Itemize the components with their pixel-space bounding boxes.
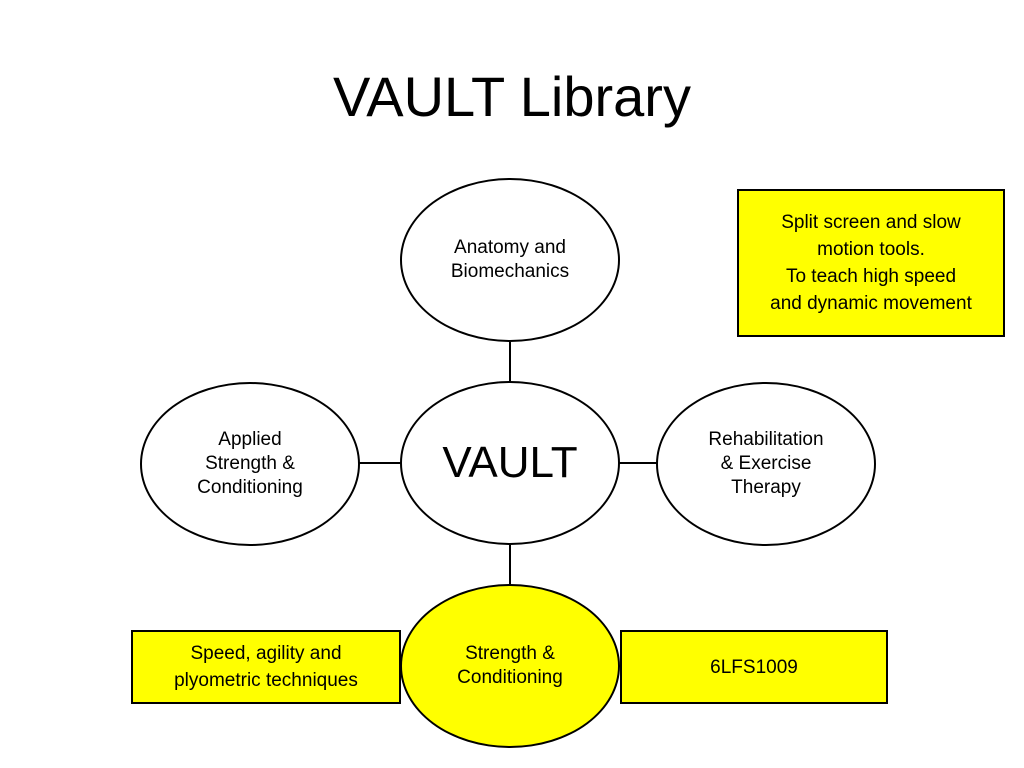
node-label-line: Strength & xyxy=(465,643,555,664)
node-label-line: Therapy xyxy=(731,477,801,498)
note-speed-agility: Speed, agility and plyometric techniques xyxy=(131,630,401,704)
node-label-line: Rehabilitation xyxy=(708,429,824,450)
note-split-screen-tools: Split screen and slow motion tools. To t… xyxy=(737,189,1005,337)
note-text-line: To teach high speed xyxy=(785,266,957,287)
note-text-line: motion tools. xyxy=(817,239,925,260)
node-label-line: Biomechanics xyxy=(450,261,570,282)
node-strength-conditioning: Strength & Conditioning xyxy=(400,584,620,748)
node-vault-center: VAULT xyxy=(400,381,620,545)
node-label-line: VAULT xyxy=(442,438,578,487)
note-module-code: 6LFS1009 xyxy=(620,630,888,704)
node-label-line: & Exercise xyxy=(720,453,812,474)
node-label-line: Strength & xyxy=(205,453,295,474)
node-rehabilitation-exercise-therapy: Rehabilitation & Exercise Therapy xyxy=(656,382,876,546)
node-label-line: Conditioning xyxy=(457,667,563,688)
note-text-line: Split screen and slow xyxy=(781,212,961,233)
note-text-line: 6LFS1009 xyxy=(710,656,798,678)
node-label-line: Anatomy and xyxy=(454,237,566,258)
note-text-line: and dynamic movement xyxy=(770,293,972,314)
node-applied-strength-conditioning: Applied Strength & Conditioning xyxy=(140,382,360,546)
node-label-line: Conditioning xyxy=(197,477,303,498)
note-text-line: plyometric techniques xyxy=(174,670,358,691)
page-title: VAULT Library xyxy=(333,65,691,128)
note-text-line: Speed, agility and xyxy=(190,643,342,664)
node-anatomy-biomechanics: Anatomy and Biomechanics xyxy=(400,178,620,342)
node-label-line: Applied xyxy=(218,429,282,450)
